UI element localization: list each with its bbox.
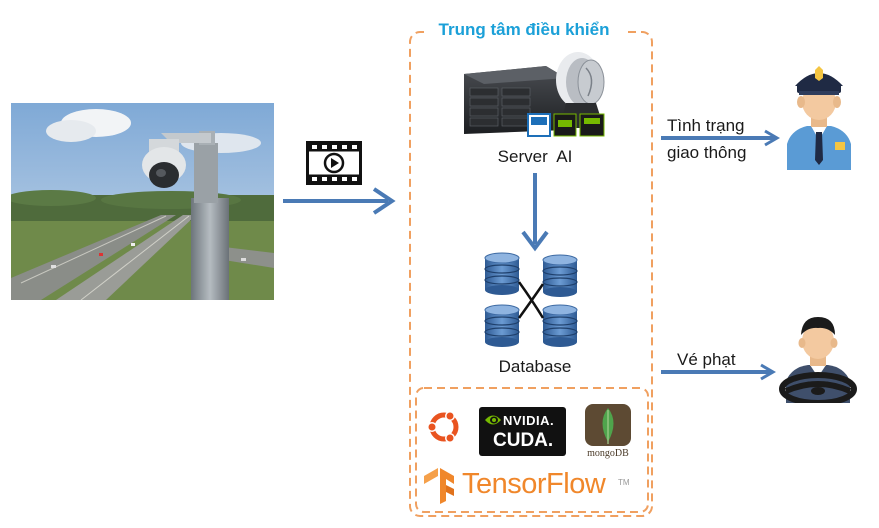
arrow-server-to-database-head [521, 230, 549, 252]
tensorflow-icon [424, 468, 454, 504]
nvidia-eye-icon [485, 415, 501, 425]
server-ai-label: Server AI [497, 147, 573, 166]
cuda-label: CUDA. [493, 430, 554, 451]
police-officer-icon [785, 62, 853, 170]
mongodb-logo: mongoDB [583, 402, 633, 464]
traffic-status-label-line1: Tình trạng [667, 116, 745, 135]
tensorflow-label: TensorFlow [462, 468, 606, 500]
nvidia-cuda-logo: NVIDIA. CUDA. [479, 407, 566, 456]
database-graphic [482, 252, 582, 350]
tensorflow-logo: TensorFlow TM [424, 466, 639, 506]
ubuntu-icon [424, 405, 464, 445]
server-ai-graphic [456, 48, 616, 138]
arrow-center-to-driver-head [760, 363, 776, 381]
camera-highway-photo [11, 103, 274, 300]
control-center-title: Trung tâm điều khiển [424, 19, 624, 41]
video-icon [306, 141, 362, 185]
tensorflow-tm: TM [618, 478, 630, 487]
database-label: Database [498, 357, 572, 376]
traffic-status-label-line2: giao thông [667, 143, 747, 162]
driver-icon [778, 313, 858, 403]
arrow-center-to-police-head [764, 129, 780, 147]
arrow-camera-to-center-head [372, 187, 396, 215]
ticket-label: Vé phạt [677, 350, 736, 369]
nvidia-label: NVIDIA. [503, 413, 555, 428]
mongodb-label: mongoDB [587, 448, 629, 459]
